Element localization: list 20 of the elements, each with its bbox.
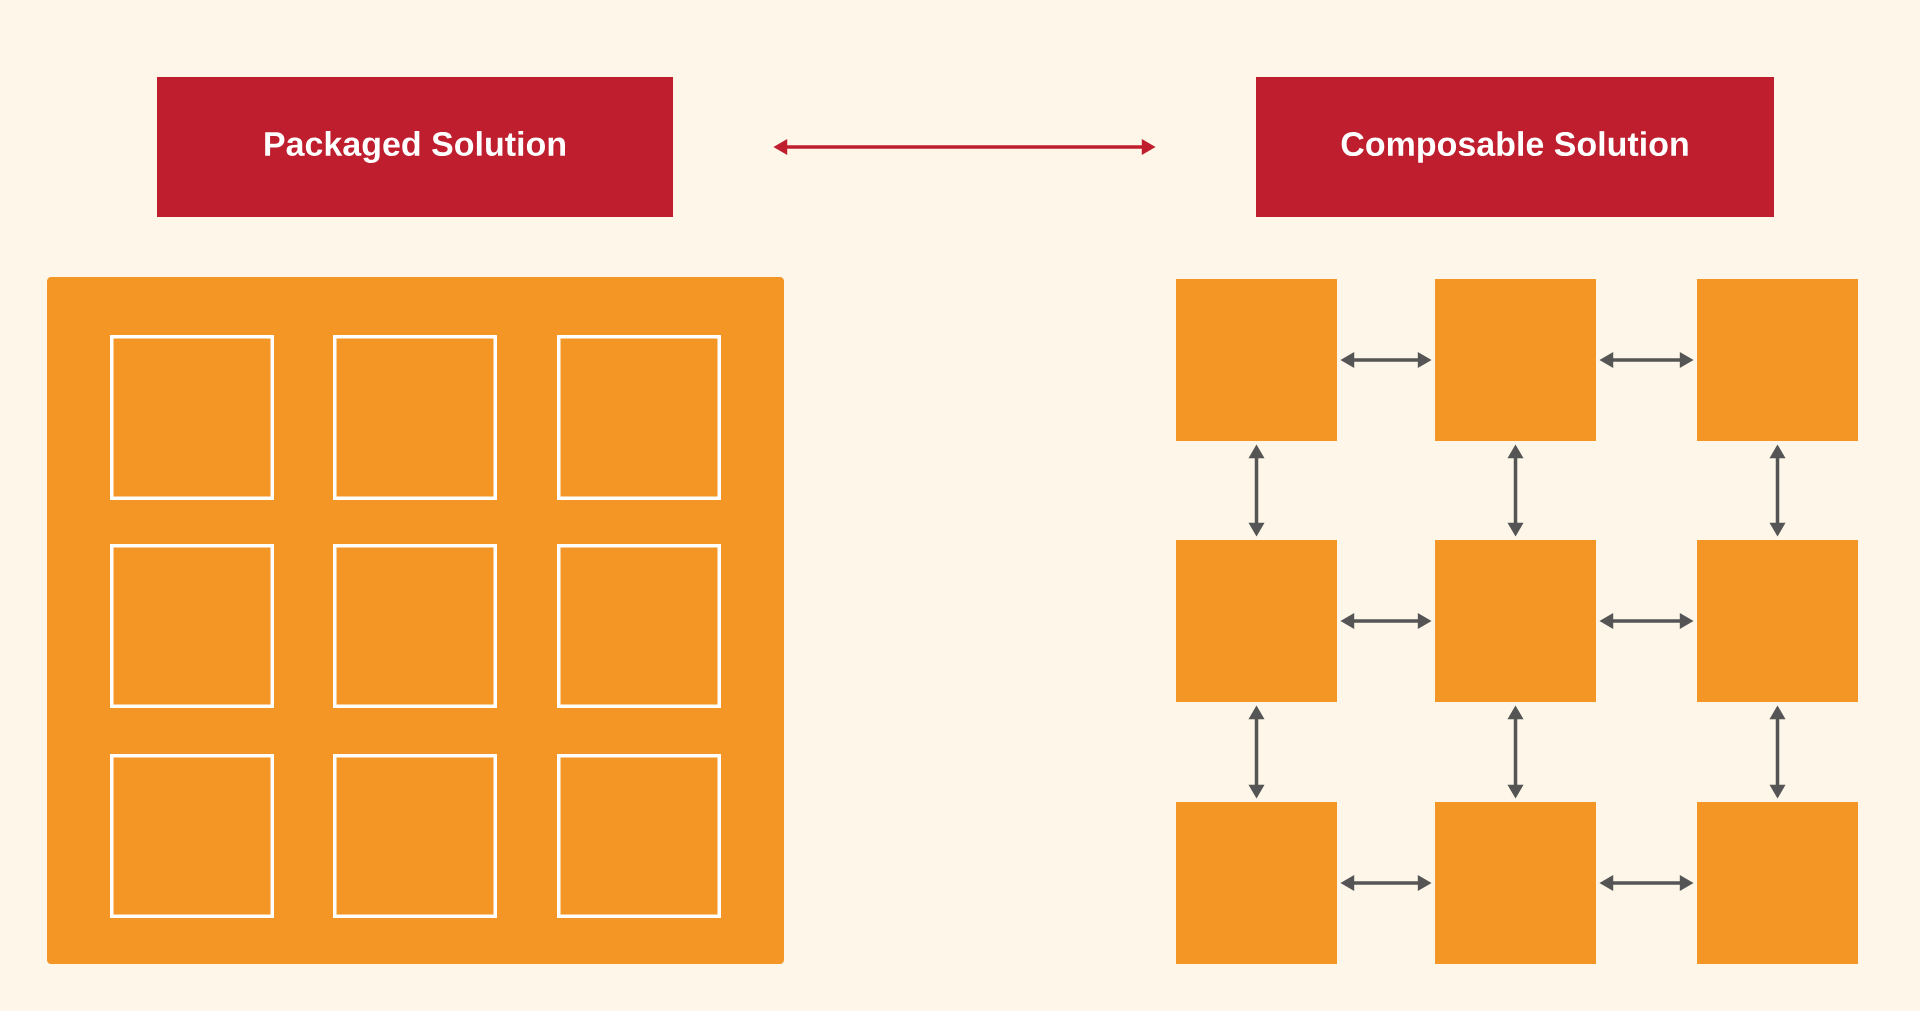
square-block: [1697, 279, 1858, 441]
square-outline: [333, 335, 497, 500]
title-box: Composable Solution: [1256, 77, 1774, 217]
square-outline: [333, 544, 497, 708]
title-box: Packaged Solution: [157, 77, 673, 217]
square-outline: [110, 544, 274, 708]
square-block: [1435, 540, 1596, 702]
square-block: [1697, 540, 1858, 702]
square-block: [1697, 802, 1858, 964]
square-outline: [557, 335, 721, 500]
square-outline: [110, 754, 274, 918]
square-block: [1435, 279, 1596, 441]
square-block: [1435, 802, 1596, 964]
square-block: [1176, 802, 1337, 964]
square-outline: [557, 544, 721, 708]
square-outline: [110, 335, 274, 500]
square-outline: [333, 754, 497, 918]
square-block: [1176, 540, 1337, 702]
square-block: [1176, 279, 1337, 441]
square-outline: [557, 754, 721, 918]
